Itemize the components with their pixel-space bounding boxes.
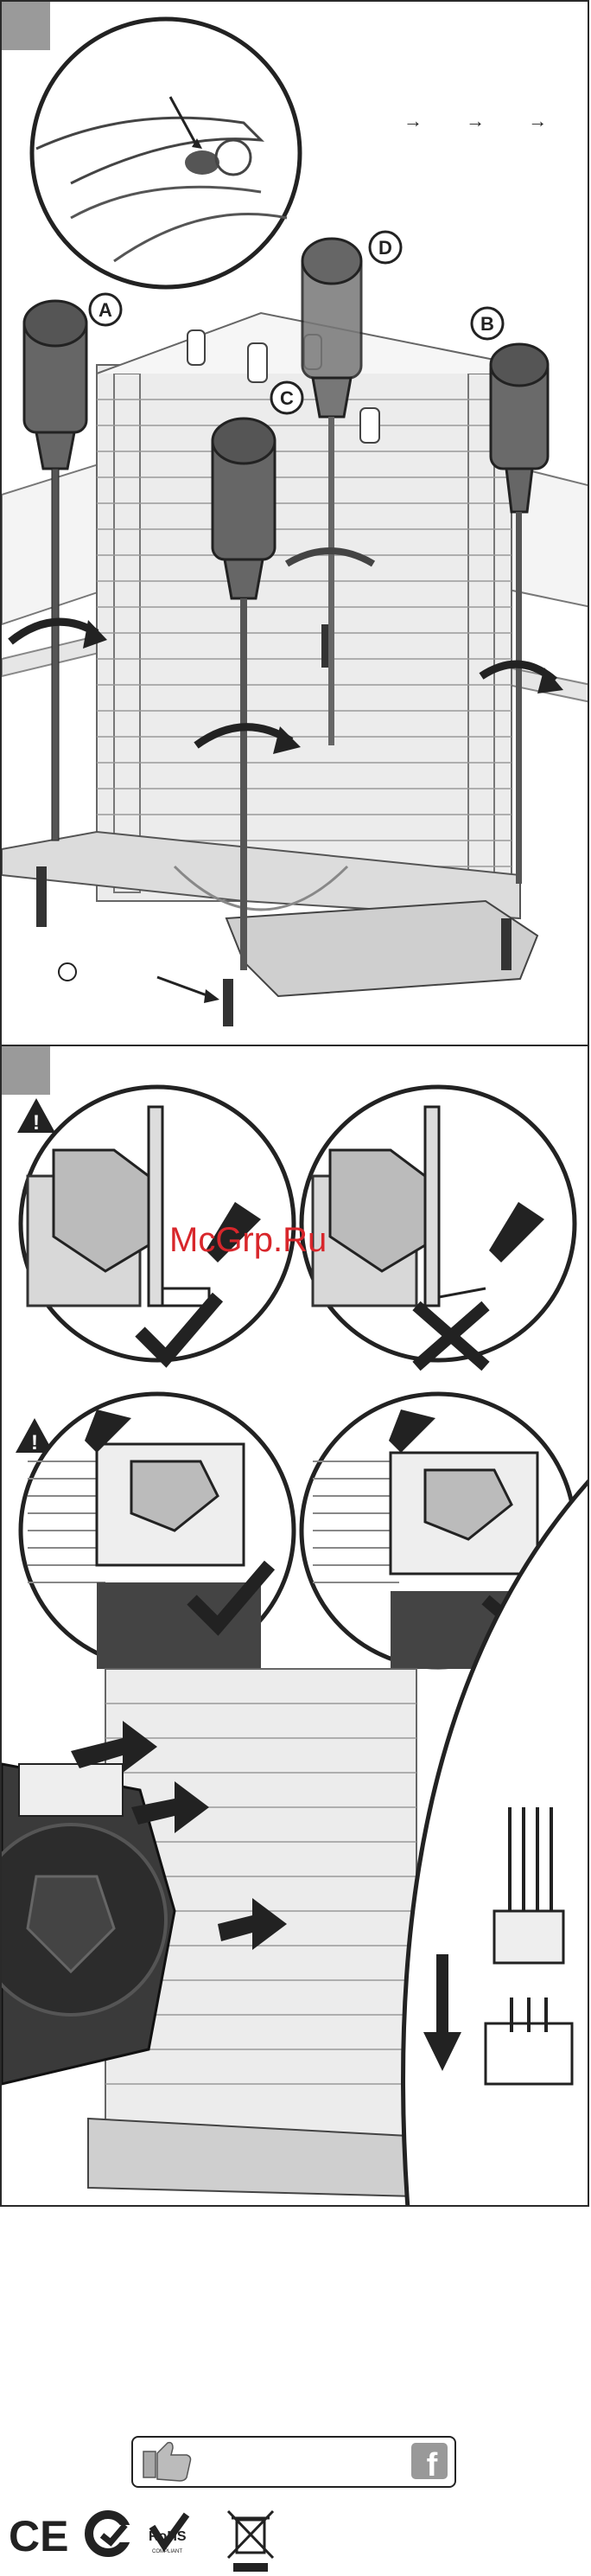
certification-marks: CE RoHS COMPLIANT [0,2508,591,2576]
callout-d: D [378,237,392,259]
warning-icon: ! [17,1098,55,1135]
social-bar: f [131,2436,456,2488]
clip-wrong-detail [302,1087,575,1366]
svg-text:!: ! [31,1431,38,1454]
heatsink-with-fan [2,1669,416,2196]
bullet-circle [59,963,76,981]
rohs-mark: RoHS COMPLIANT [149,2515,187,2554]
c-tick-mark-icon [89,2515,137,2553]
zoom-detail-circle [32,19,300,287]
weee-bin-icon [228,2511,273,2572]
step-panel-mounting: A B C D → → → [0,0,589,1046]
callout-c: C [280,387,294,409]
facebook-icon: f [411,2443,448,2483]
callout-a: A [98,299,112,321]
svg-text:RoHS: RoHS [149,2529,187,2544]
step-panel-clips-and-fan: ! ! ! [0,1045,589,2207]
watermark-text: McGrp.Ru [169,1221,327,1260]
ce-mark: CE [9,2512,68,2560]
svg-text:f: f [427,2447,438,2483]
callout-b: B [480,313,494,335]
mounting-illustration: A B C D [2,2,589,1046]
svg-text:!: ! [33,1111,40,1135]
sequence-arrows: → → → [404,110,566,132]
svg-text:COMPLIANT: COMPLIANT [152,2549,182,2554]
thumbs-up-icon [143,2443,191,2481]
fan-clip-correct-detail [21,1394,294,1669]
